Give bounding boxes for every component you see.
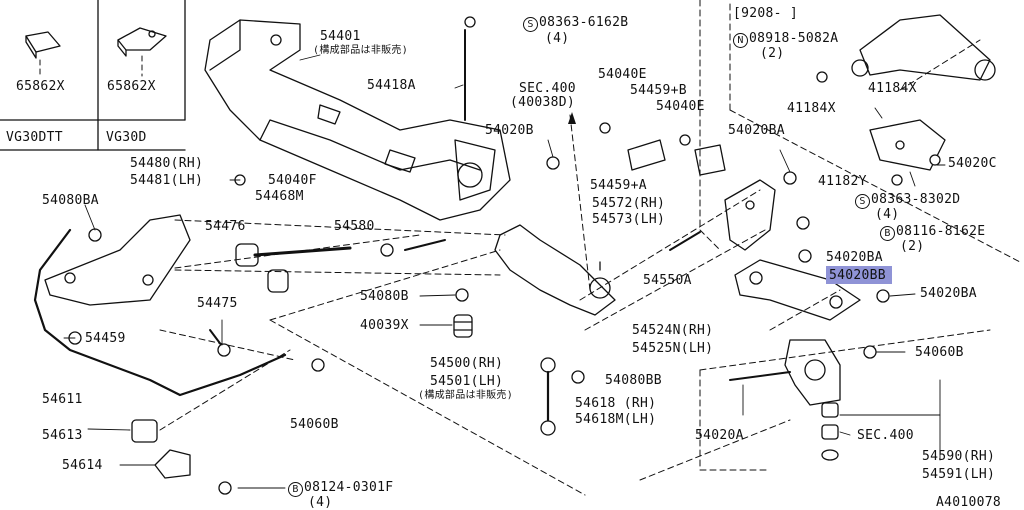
part-54590[interactable]: 54590(RH): [922, 449, 996, 464]
mount-bracket-icon: [724, 179, 776, 251]
part-54459b[interactable]: 54459+B: [630, 83, 687, 98]
variant-left-part[interactable]: 65862X: [16, 79, 65, 94]
upper-arm-icon: [851, 14, 996, 81]
s-circle-icon: S: [523, 17, 538, 32]
arrow-icon: [568, 112, 576, 124]
part-41184x-2[interactable]: 41184X: [787, 101, 836, 116]
diagram-id: A4010078: [936, 495, 1002, 510]
part-54550a[interactable]: 54550A: [643, 273, 692, 288]
variant-right-engine: VG30D: [106, 130, 147, 145]
part-54614[interactable]: 54614: [62, 458, 103, 473]
part-08363-6162b-qty: (4): [545, 31, 570, 46]
part-54020ba-right[interactable]: 54020BA: [920, 286, 977, 301]
part-08918-5082a-qty: (2): [760, 46, 785, 61]
n-circle-icon: N: [733, 33, 748, 48]
crossmember-icon: [204, 19, 511, 221]
part-54613[interactable]: 54613: [42, 428, 83, 443]
part-54524n[interactable]: 54524N(RH): [632, 323, 714, 338]
lower-arm-icon: [494, 224, 616, 316]
part-54618m[interactable]: 54618M(LH): [575, 412, 657, 427]
part-54401-note: (構成部品は非販売): [313, 45, 409, 56]
part-54080ba[interactable]: 54080BA: [42, 193, 99, 208]
variant-right-part[interactable]: 65862X: [107, 79, 156, 94]
part-54480[interactable]: 54480(RH): [130, 156, 204, 171]
part-54020bb[interactable]: 54020BB: [829, 268, 886, 283]
bolt-icon: [209, 29, 791, 381]
tension-rod-icon: [235, 243, 352, 293]
part-54618[interactable]: 54618 (RH): [575, 396, 657, 411]
part-41184x-1[interactable]: 41184X: [868, 81, 917, 96]
part-54459[interactable]: 54459: [85, 331, 126, 346]
bracket-icon: [44, 214, 191, 306]
part-54501-note: (構成部品は非販売): [418, 390, 514, 401]
part-08116-8162e-qty: (2): [900, 239, 925, 254]
gusset-right-icon: [117, 27, 167, 57]
part-54080bb[interactable]: 54080BB: [605, 373, 662, 388]
part-54020b-top[interactable]: 54020B: [485, 123, 534, 138]
part-54040f[interactable]: 54040F: [268, 173, 317, 188]
part-54525n[interactable]: 54525N(LH): [632, 341, 714, 356]
part-54501[interactable]: 54501(LH): [430, 374, 504, 389]
part-54040e-1[interactable]: 54040E: [598, 67, 647, 82]
stabilizer-bar-icon: [33, 228, 287, 397]
part-54020ba-mid[interactable]: 54020BA: [826, 250, 883, 265]
part-54020ba-top[interactable]: 54020BA: [728, 123, 785, 138]
nut-icon: [68, 16, 941, 495]
part-54580[interactable]: 54580: [334, 219, 375, 234]
part-54020a[interactable]: 54020A: [695, 428, 744, 443]
b-circle-icon: B: [880, 226, 895, 241]
part-54080b[interactable]: 54080B: [360, 289, 409, 304]
part-54611[interactable]: 54611: [42, 392, 83, 407]
part-54040e-2[interactable]: 54040E: [656, 99, 705, 114]
variant-panel-frame: [0, 0, 186, 151]
part-54401[interactable]: 54401: [320, 29, 361, 44]
date-code: [9208- ]: [733, 6, 799, 21]
part-54476[interactable]: 54476: [205, 219, 246, 234]
clamp-icon: [131, 419, 191, 479]
bushing-icon: [453, 314, 473, 338]
part-54475[interactable]: 54475: [197, 296, 238, 311]
part-54572[interactable]: 54572(RH): [592, 196, 666, 211]
part-08363-8302d-qty: (4): [875, 207, 900, 222]
sec-400-top-ref: (40038D): [510, 95, 576, 110]
part-08124-0301f-qty: (4): [308, 495, 333, 510]
knuckle-icon: [784, 339, 841, 461]
part-54500[interactable]: 54500(RH): [430, 356, 504, 371]
part-54459a[interactable]: 54459+A: [590, 178, 647, 193]
b-circle-icon: B: [288, 482, 303, 497]
sec-400-top[interactable]: SEC.400: [519, 81, 576, 96]
part-54481[interactable]: 54481(LH): [130, 173, 204, 188]
part-54573[interactable]: 54573(LH): [592, 212, 666, 227]
part-54020c[interactable]: 54020C: [948, 156, 997, 171]
part-41182y[interactable]: 41182Y: [818, 174, 867, 189]
s-circle-icon: S: [855, 194, 870, 209]
part-54060b-left[interactable]: 54060B: [290, 417, 339, 432]
part-54591[interactable]: 54591(LH): [922, 467, 996, 482]
strut-bracket-icon: [734, 259, 861, 321]
variant-left-engine: VG30DTT: [6, 130, 63, 145]
part-54468m[interactable]: 54468M: [255, 189, 304, 204]
part-40039x[interactable]: 40039X: [360, 318, 409, 333]
highlight-box: [826, 266, 892, 284]
sec-400-bottom[interactable]: SEC.400: [857, 428, 914, 443]
part-54418a[interactable]: 54418A: [367, 78, 416, 93]
gusset-left-icon: [25, 31, 61, 59]
part-54060b-right[interactable]: 54060B: [915, 345, 964, 360]
stabilizer-link-icon: [540, 357, 556, 436]
plate-bracket-icon: [627, 139, 726, 176]
